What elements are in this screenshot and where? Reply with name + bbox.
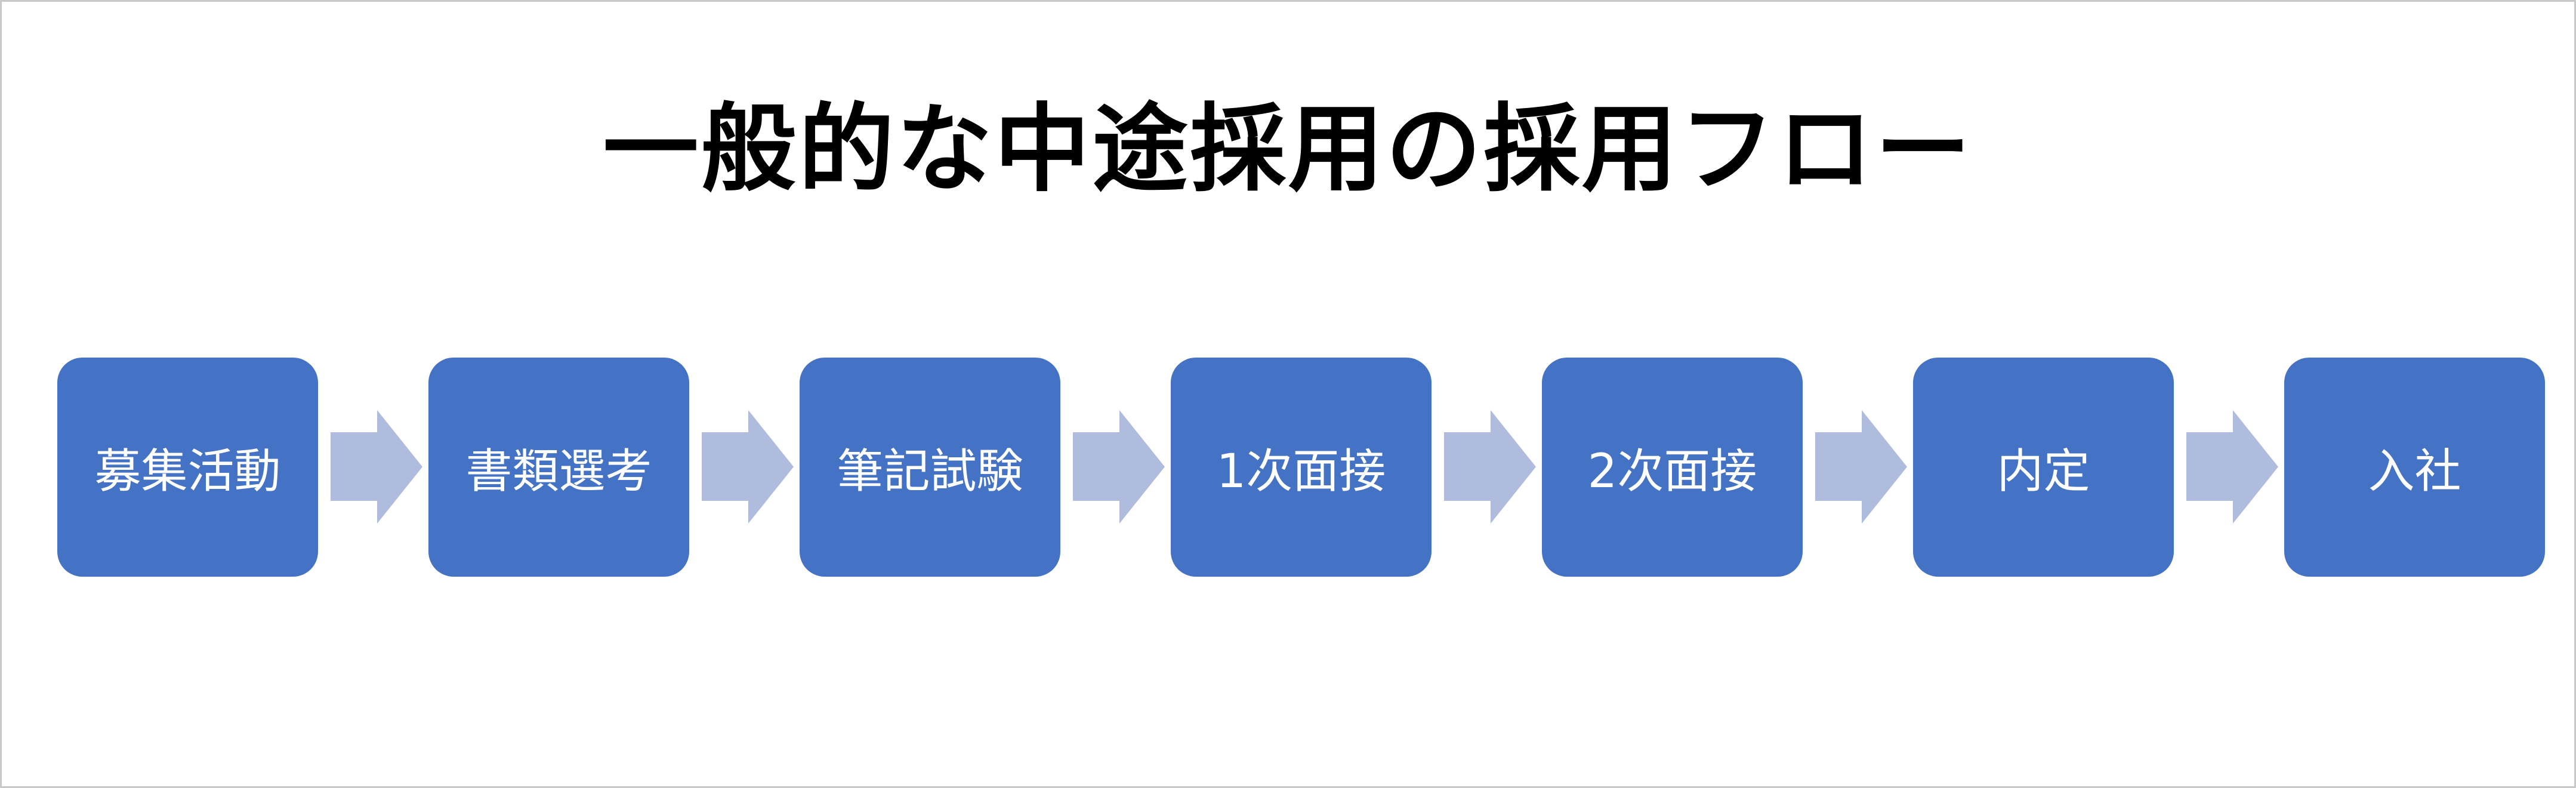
- flow-step: 入社: [2284, 358, 2545, 577]
- flow-step: 筆記試験: [800, 358, 1060, 577]
- flow-step-label: 2次面接: [1587, 444, 1757, 498]
- flow-step-label: 1次面接: [1216, 444, 1386, 498]
- arrow-right-icon: [702, 410, 794, 524]
- arrow-right-icon: [2186, 410, 2278, 524]
- arrow-right-icon: [1073, 410, 1165, 524]
- flow-step: 1次面接: [1171, 358, 1432, 577]
- flow-step: 書類選考: [428, 358, 689, 577]
- flow-step: 募集活動: [57, 358, 318, 577]
- page-title: 一般的な中途採用の採用フロー: [603, 93, 1973, 205]
- flow-step-label: 内定: [1997, 444, 2090, 498]
- flow-step-label: 入社: [2368, 444, 2461, 498]
- arrow-right-icon: [1815, 410, 1907, 524]
- flow-step-label: 筆記試験: [837, 444, 1023, 498]
- flow-step: 2次面接: [1542, 358, 1803, 577]
- flow-step-label: 募集活動: [94, 444, 281, 498]
- flow-step-label: 書類選考: [465, 444, 652, 498]
- flow-step: 内定: [1913, 358, 2174, 577]
- arrow-right-icon: [331, 410, 422, 524]
- arrow-right-icon: [1444, 410, 1536, 524]
